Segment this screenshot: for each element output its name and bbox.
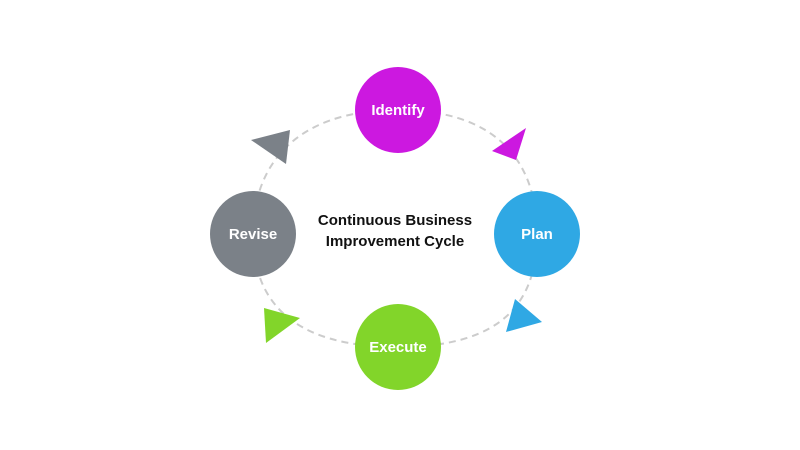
- node-identify-label: Identify: [371, 102, 425, 119]
- node-identify: Identify: [355, 67, 441, 153]
- arrow-revise-to-identify: [251, 130, 290, 164]
- node-revise-circle: [210, 191, 296, 277]
- cycle-connector-ring: [251, 108, 539, 349]
- node-execute-label: Execute: [369, 339, 427, 356]
- node-execute-circle: [355, 304, 441, 390]
- node-plan-label: Plan: [521, 226, 553, 243]
- diagram-title: Continuous Business Improvement Cycle: [300, 210, 490, 252]
- arrow-plan-to-execute: [506, 299, 542, 332]
- node-plan-circle: [494, 191, 580, 277]
- arrow-execute-to-revise: [264, 308, 300, 343]
- diagram-title-line2: Improvement Cycle: [325, 233, 465, 250]
- node-identify-circle: [355, 67, 441, 153]
- arrow-identify-to-plan: [492, 128, 526, 160]
- node-revise-label: Revise: [229, 226, 277, 243]
- node-plan: Plan: [494, 191, 580, 277]
- node-execute: Execute: [355, 304, 441, 390]
- diagram-title-line1: Continuous Business: [317, 212, 473, 229]
- node-revise: Revise: [210, 191, 296, 277]
